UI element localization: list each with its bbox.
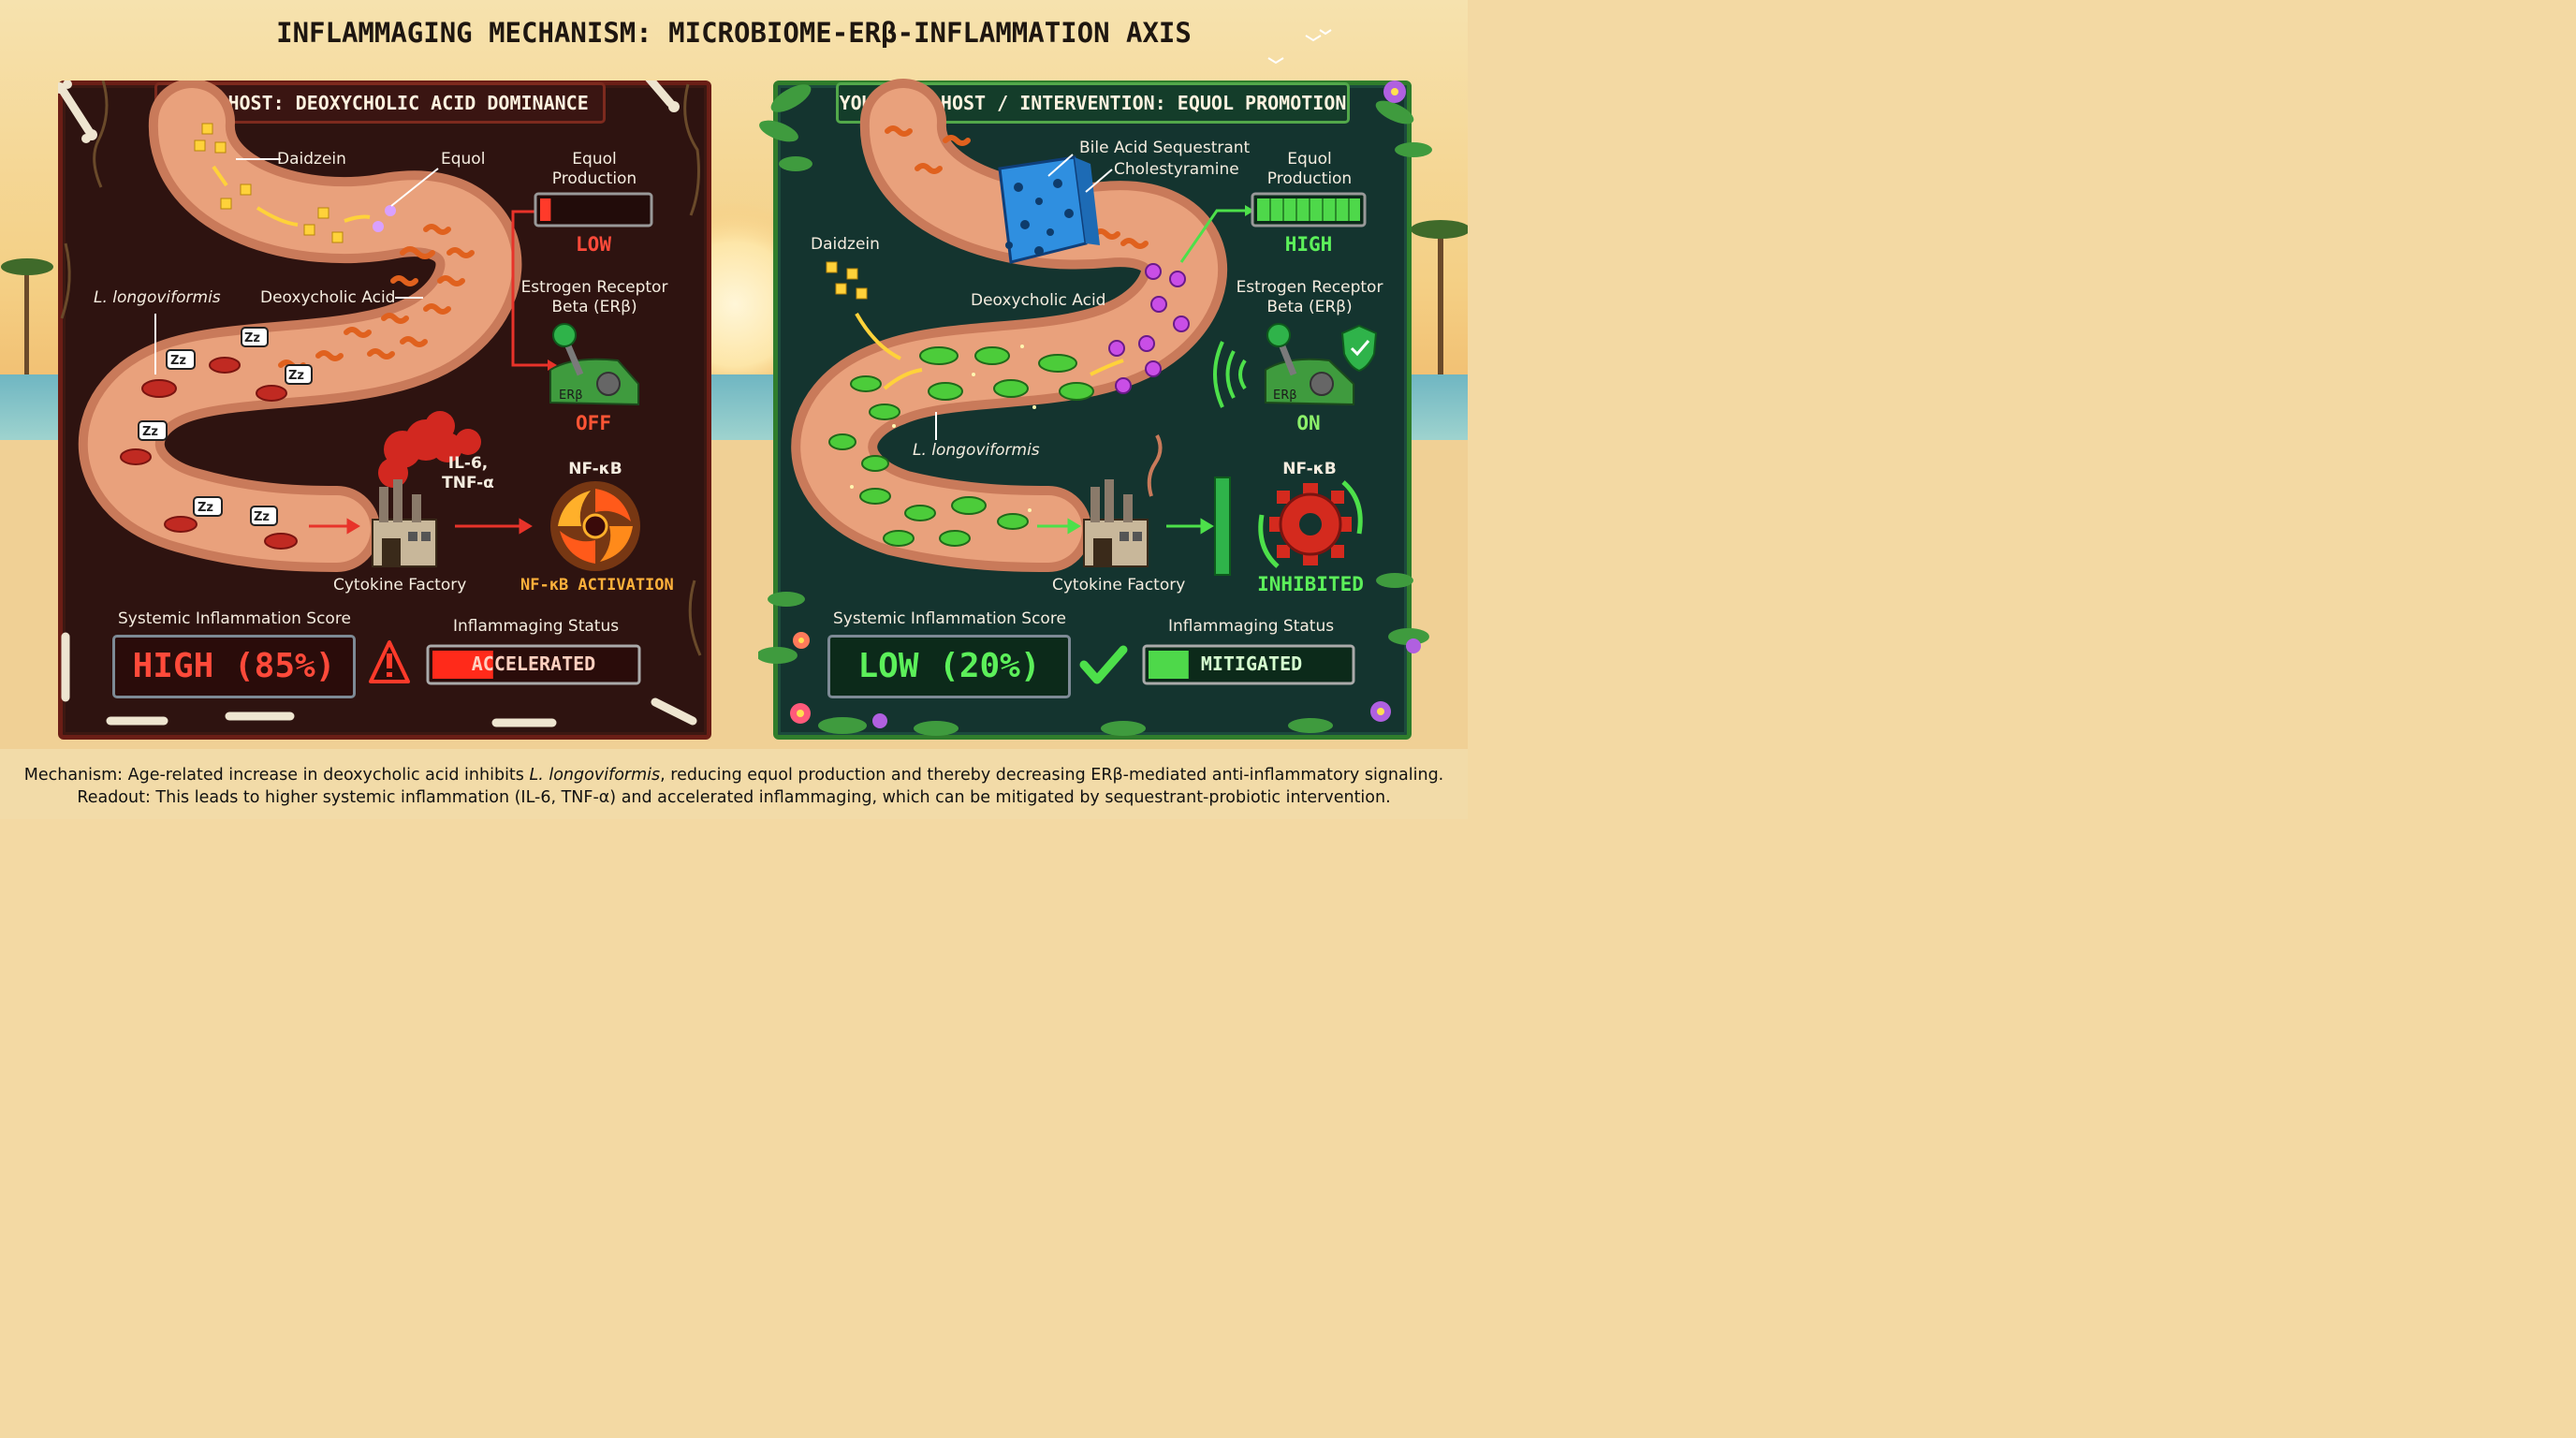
bone-decor-left	[59, 81, 697, 727]
score-value-right: LOW (20%)	[827, 635, 1071, 698]
svg-text:Zz: Zz	[288, 369, 304, 383]
receptor-switch-on: ERβ	[1265, 323, 1354, 406]
deoxycholic-label-left: Deoxycholic Acid	[260, 288, 396, 307]
receptor-switch-off: ERβ	[549, 323, 639, 406]
equol-production-label-right: Equol Production	[1266, 150, 1353, 188]
status-gauge-right	[1142, 644, 1355, 685]
receptor-state-right: ON	[1296, 412, 1321, 434]
nfkb-label-right: NF-κB	[1282, 460, 1337, 478]
factory-label-left: Cytokine Factory	[333, 576, 467, 594]
shield-icon	[1340, 324, 1378, 373]
receptor-label-left: Estrogen Receptor Beta (ERβ)	[520, 278, 668, 316]
deoxycholic-label-right: Deoxycholic Acid	[971, 291, 1106, 310]
status-fill-right	[1149, 651, 1189, 679]
status-fill-left	[432, 651, 493, 679]
inhibition-block	[1214, 477, 1231, 576]
youthful-host-diagram: ERβ	[758, 79, 1432, 736]
aged-host-banner: AGED HOST: DEOXYCHOLIC ACID DOMINANCE	[154, 82, 606, 124]
score-value-left: HIGH (85%)	[112, 635, 356, 698]
cytokines-label: IL-6, TNF-α	[442, 454, 494, 492]
jungle-decor-right	[758, 84, 1432, 736]
svg-text:Zz: Zz	[244, 331, 260, 345]
svg-text:Zz: Zz	[142, 425, 158, 439]
svg-text:Zz: Zz	[198, 501, 213, 515]
equol-production-label-left: Equol Production	[551, 150, 637, 188]
cytokine-factory-left	[372, 479, 437, 567]
sequestrant-label: Bile Acid Sequestrant	[1079, 139, 1251, 157]
sequestrant-name-label: Cholestyramine	[1114, 160, 1239, 179]
main-title: INFLAMMAGING MECHANISM: MICROBIOME-ERβ-I…	[276, 17, 1192, 49]
svg-text:ERβ: ERβ	[559, 389, 583, 403]
status-value-right: MITIGATED	[1200, 653, 1303, 675]
svg-text:Zz: Zz	[254, 510, 270, 524]
check-icon	[1079, 645, 1128, 684]
equol-production-value-left: LOW	[576, 233, 611, 256]
score-label-right: Systemic Inflammation Score	[833, 609, 1066, 628]
flow-arrows-left	[212, 165, 371, 227]
equol-production-value-right: HIGH	[1284, 233, 1333, 256]
signal-waves-icon	[1213, 341, 1247, 408]
receptor-state-left: OFF	[576, 412, 611, 434]
deoxycholic-acid-left	[278, 224, 475, 371]
warning-icon	[369, 640, 410, 683]
equol-production-fill-left	[540, 198, 551, 221]
status-label-right: Inflammaging Status	[1168, 617, 1335, 636]
factory-label-right: Cytokine Factory	[1052, 576, 1186, 594]
bacteria-label-right: L. longoviformis	[913, 441, 1040, 460]
active-bacteria-right	[828, 346, 1094, 547]
nfkb-label-left: NF-κB	[568, 460, 622, 478]
equol-production-gauge-left	[534, 192, 653, 227]
nfkb-gear-icon	[1258, 480, 1363, 568]
equol-label-left: Equol	[441, 150, 486, 169]
daidzein-molecules-right	[826, 261, 868, 300]
bacteria-label-left: L. longoviformis	[94, 288, 221, 307]
cytokine-smoke-left	[378, 411, 481, 488]
daidzein-label-left: Daidzein	[277, 150, 346, 169]
equol-molecules-right	[1108, 263, 1190, 394]
nfkb-vortex	[550, 481, 640, 571]
svg-text:Zz: Zz	[170, 354, 186, 368]
nfkb-state-left: NF-κB ACTIVATION	[520, 576, 674, 594]
svg-text:ERβ: ERβ	[1273, 389, 1297, 403]
caption-readout: Readout: This leads to higher systemic i…	[77, 788, 1391, 807]
status-value-left: ACCELERATED	[471, 653, 596, 675]
daidzein-label-right: Daidzein	[811, 235, 880, 254]
nfkb-state-right: INHIBITED	[1257, 573, 1364, 595]
status-label-left: Inflammaging Status	[453, 617, 620, 636]
cytokine-factory-right	[1083, 434, 1163, 567]
sequestrant-sponge-icon	[998, 155, 1100, 264]
score-label-left: Systemic Inflammation Score	[118, 609, 351, 628]
dormant-bacteria-left	[120, 357, 298, 550]
receptor-label-right: Estrogen Receptor Beta (ERβ)	[1236, 278, 1383, 316]
flower-decor	[790, 81, 1421, 728]
daidzein-molecules-left	[194, 123, 344, 243]
caption-mechanism: Mechanism: Age-related increase in deoxy…	[23, 766, 1444, 785]
